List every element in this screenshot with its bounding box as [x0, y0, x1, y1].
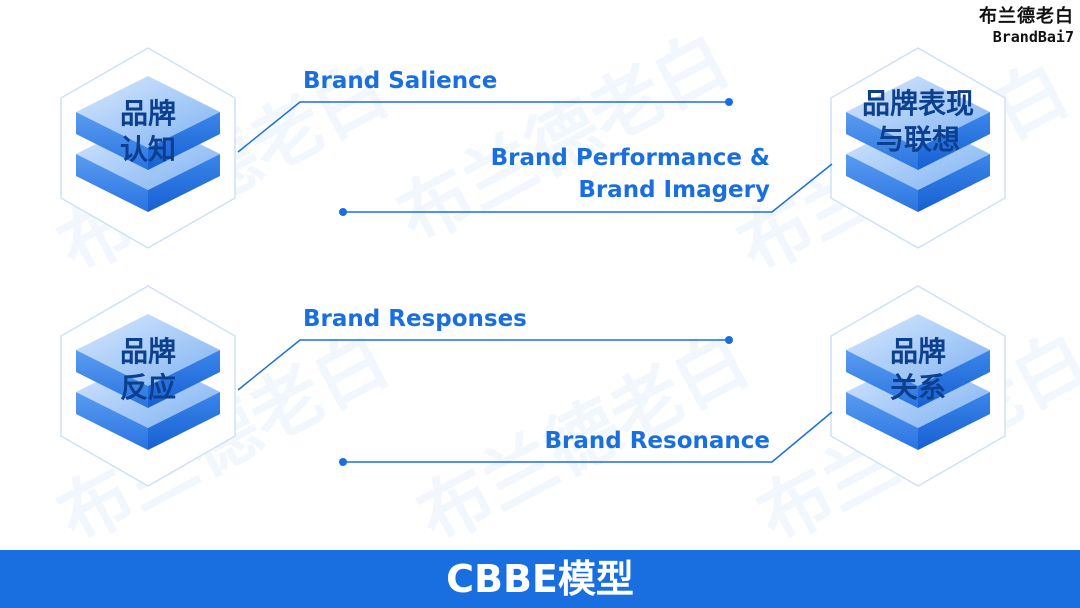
connector-dot: [339, 208, 347, 216]
connector-dot: [725, 98, 733, 106]
connector-salience: [237, 101, 729, 153]
logo-cn: 布兰德老白: [979, 6, 1074, 27]
cube-label-line: 品牌: [119, 97, 176, 130]
label-brand-responses: Brand Responses: [303, 306, 527, 332]
cube-label-line: 品牌: [119, 335, 176, 368]
label-brand-resonance: Brand Resonance: [544, 428, 770, 454]
label-brand-performance: Brand Performance & Brand Imagery: [491, 142, 770, 206]
cube-performance-label: 品牌表现 与联想: [838, 86, 998, 158]
label-brand-salience: Brand Salience: [303, 68, 498, 94]
label-line: Brand Imagery: [578, 177, 770, 203]
cube-cognition-label: 品牌 认知: [68, 96, 228, 168]
cube-label-line: 关系: [889, 371, 946, 404]
cube-relationship-label: 品牌 关系: [838, 334, 998, 406]
cube-label-line: 品牌: [889, 335, 946, 368]
cube-label-line: 与联想: [875, 123, 960, 156]
cube-label-line: 品牌表现: [861, 87, 974, 120]
cube-label-line: 认知: [119, 133, 176, 166]
cube-label-line: 反应: [119, 371, 176, 404]
connector-dot: [339, 458, 347, 466]
title-banner: CBBE模型: [0, 550, 1080, 608]
banner-title: CBBE模型: [446, 557, 634, 601]
connector-resonance: [343, 411, 833, 463]
brand-logo: 布兰德老白 BrandBai7: [979, 6, 1074, 46]
connector-dot: [725, 336, 733, 344]
connector-performance: [343, 163, 833, 213]
label-line: Brand Performance &: [490, 145, 770, 171]
connector-responses: [237, 339, 729, 391]
logo-en: BrandBai7: [992, 28, 1074, 46]
cube-response-label: 品牌 反应: [68, 334, 228, 406]
